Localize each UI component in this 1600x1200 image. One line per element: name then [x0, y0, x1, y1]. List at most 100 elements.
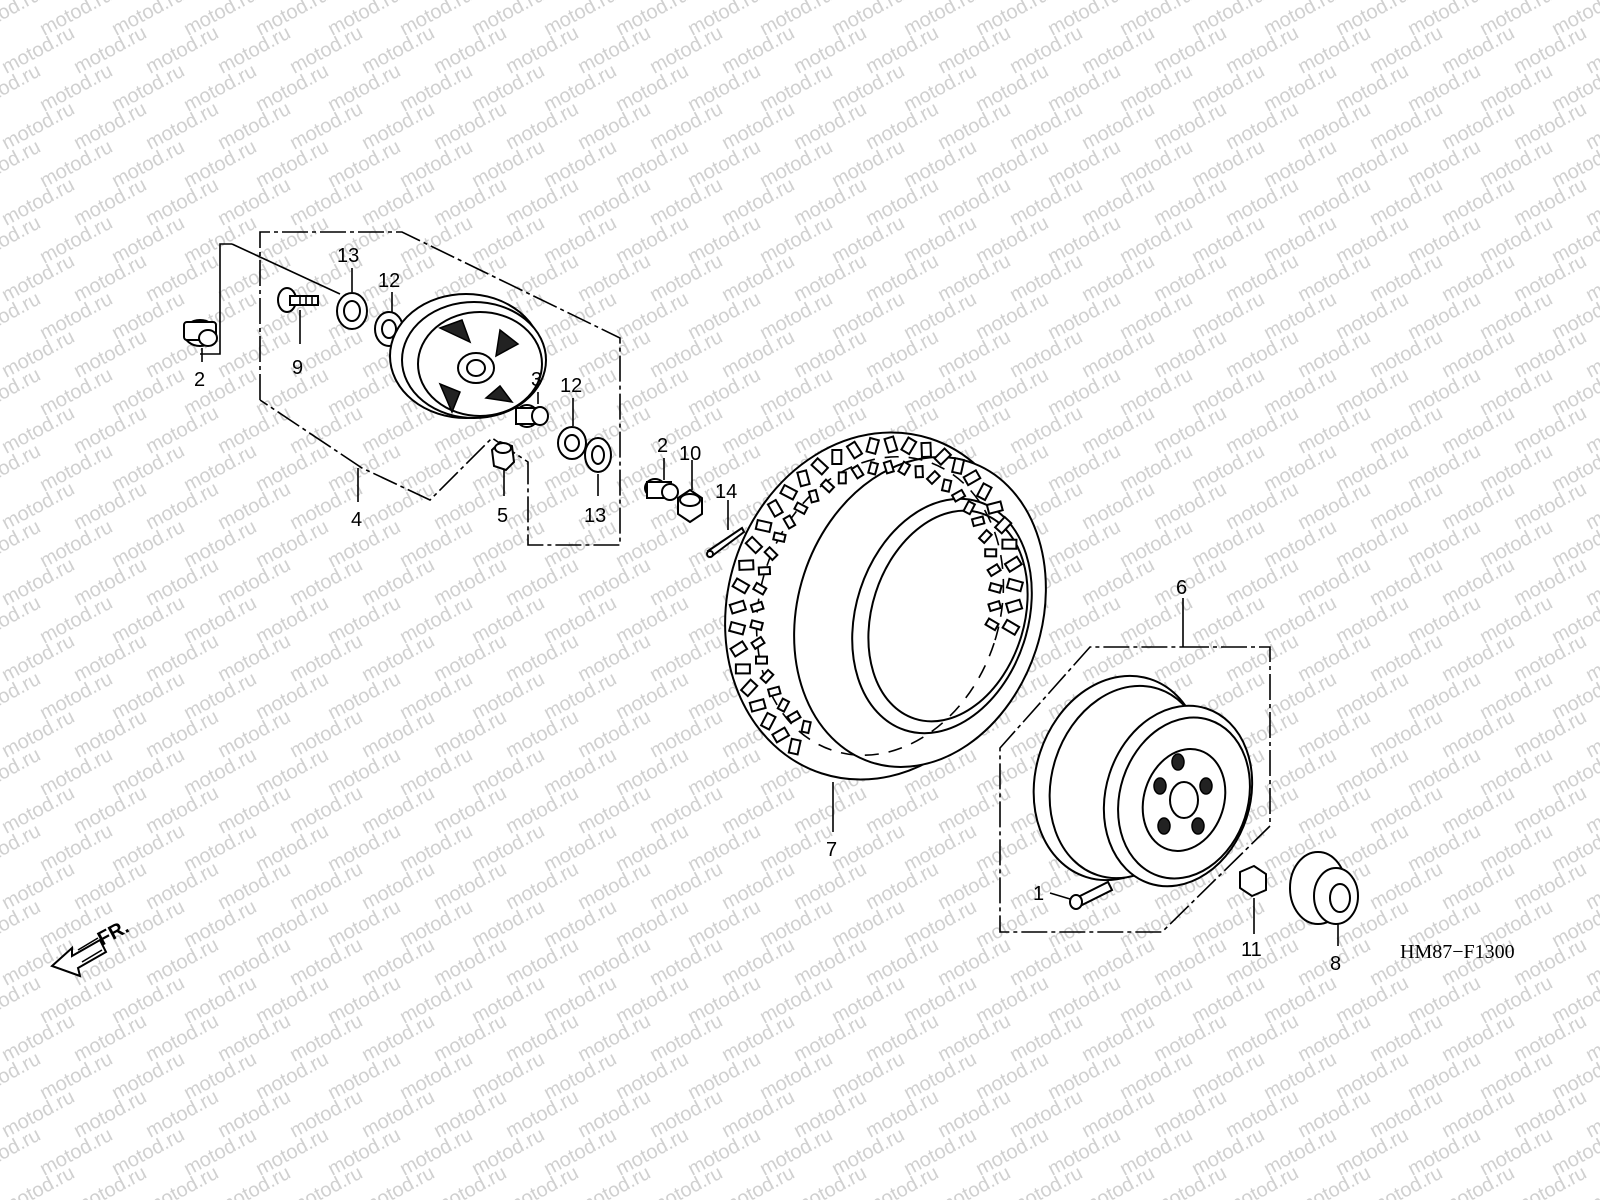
tread-lug	[962, 468, 982, 487]
watermark-text: motod.ru	[430, 1162, 510, 1200]
tread-lug	[782, 514, 797, 530]
watermark-text: motod.ru	[646, 1162, 726, 1200]
tread-lug	[754, 518, 773, 534]
brake-drum-hub-part-4	[389, 293, 547, 419]
watermark-text: motod.ru	[1366, 1162, 1446, 1200]
watermark-text: motod.ru	[214, 1162, 294, 1200]
callout-3: 3	[531, 369, 542, 391]
watermark-text: motod.ru	[1222, 1162, 1302, 1200]
tread-lug	[985, 500, 1004, 515]
tread-lug	[776, 697, 791, 713]
watermark-text: motod.ru	[358, 1162, 438, 1200]
tread-lug	[986, 562, 1002, 578]
tread-lug	[787, 737, 802, 756]
tread-lug	[796, 469, 811, 488]
watermark-text: motod.ru	[862, 1162, 942, 1200]
tread-lug	[897, 460, 912, 477]
leader-lines	[201, 268, 1339, 946]
callout-11: 11	[1241, 939, 1262, 961]
tread-lug	[779, 483, 799, 501]
callout-12b: 12	[560, 375, 582, 397]
collar-part-2-left	[183, 319, 218, 347]
tread-lug	[950, 488, 967, 503]
watermark-text: motod.ru	[70, 1162, 150, 1200]
tread-lug	[734, 663, 751, 675]
tread-lug	[766, 685, 782, 698]
callout-9: 9	[292, 357, 303, 379]
tread-lug	[819, 478, 836, 494]
tread-lug	[800, 719, 812, 735]
tread-lug	[755, 655, 768, 665]
tread-lug	[786, 709, 802, 725]
hub-cap-part-8	[1289, 851, 1359, 925]
watermark-text: motod.ru	[718, 1162, 798, 1200]
watermark-text: motod.ru	[142, 1162, 222, 1200]
tread-lug	[739, 678, 759, 698]
tread-lug	[1004, 598, 1024, 614]
watermark-text: motod.ru	[790, 1162, 870, 1200]
tread-lug	[1001, 538, 1018, 550]
oil-seal-part-13-upper	[336, 292, 368, 330]
tread-lug	[865, 436, 881, 456]
tread-lug	[920, 441, 933, 459]
watermark-text: motod.ru	[286, 1162, 366, 1200]
callout-7: 7	[826, 839, 837, 861]
tread-lug	[987, 581, 1003, 594]
tread-lug	[984, 617, 1000, 632]
hub-group-bracket	[200, 231, 621, 546]
castle-nut-part-10	[677, 488, 703, 524]
watermark-text: motod.ru	[1438, 1162, 1518, 1200]
callout-1: 1	[1033, 883, 1044, 905]
callout-6: 6	[1176, 577, 1187, 599]
tread-lug	[750, 635, 766, 651]
tread-lug	[771, 726, 791, 744]
tread-lug	[757, 566, 772, 576]
tread-lug	[837, 471, 847, 485]
callout-2a: 2	[194, 369, 205, 391]
tread-lug	[850, 464, 865, 480]
tread-lug	[845, 440, 864, 460]
tread-lug	[749, 600, 765, 614]
watermark-text: motod.ru	[1150, 1162, 1230, 1200]
tread-lug	[883, 435, 899, 454]
tread-lug	[729, 639, 749, 658]
tread-lug	[727, 620, 747, 636]
spacer-part-3	[515, 404, 549, 428]
tread-lug	[749, 619, 765, 632]
diagram-code: HM87−F1300	[1400, 941, 1515, 963]
tread-lug	[993, 515, 1013, 535]
tread-lug	[793, 501, 809, 516]
tread-lug	[728, 599, 748, 615]
oil-seal-part-13-lower	[584, 437, 612, 473]
tread-lug	[900, 436, 918, 456]
tread-lug	[987, 599, 1003, 613]
watermark-text: motod.ru	[934, 1162, 1014, 1200]
watermark-text: motod.ru	[1078, 1162, 1158, 1200]
callout-12a: 12	[378, 270, 400, 292]
tread-lug	[882, 459, 896, 475]
tread-lug	[1005, 577, 1025, 593]
tread-lug	[831, 448, 843, 466]
tread-lug	[975, 482, 993, 502]
tread-lug	[1003, 555, 1023, 574]
callout-labels: 2 9 13 12 4 3 12 5 13 2 10 14 6 7 1 11 8	[194, 245, 1341, 975]
tire-tread-lugs	[727, 435, 1025, 756]
tread-lug	[1001, 618, 1021, 637]
cotter-pin-part-14	[706, 526, 746, 558]
tread-lug	[962, 499, 977, 516]
bearing-part-12-lower	[557, 426, 587, 460]
tread-lug	[763, 545, 779, 562]
callout-13b: 13	[584, 505, 606, 527]
callout-5: 5	[497, 505, 508, 527]
tread-lug	[925, 469, 942, 486]
tread-lug	[731, 577, 751, 595]
tread-lug	[759, 711, 777, 731]
callout-8: 8	[1330, 953, 1341, 975]
tread-lug	[759, 668, 775, 685]
collar-part-2-right	[644, 478, 679, 501]
tread-lug	[970, 515, 986, 528]
tread-lug	[810, 456, 830, 476]
tread-lug	[867, 460, 880, 476]
tread-lug	[914, 465, 924, 479]
callout-13a: 13	[337, 245, 359, 267]
